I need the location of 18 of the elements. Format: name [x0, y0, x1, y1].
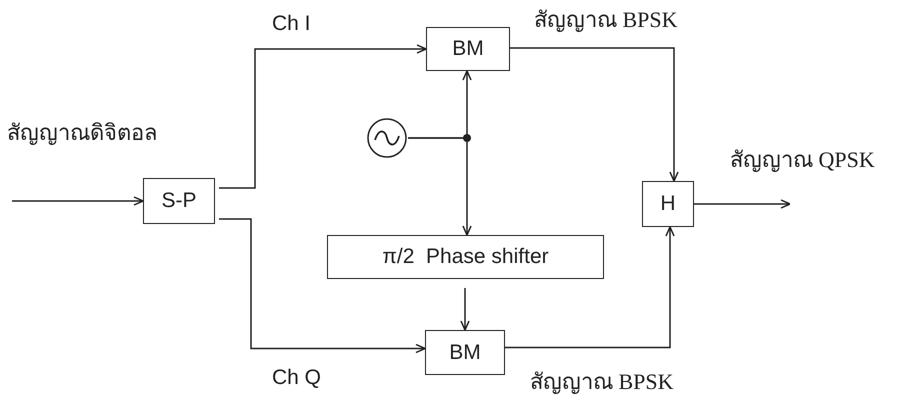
- arrow: [219, 44, 427, 189]
- edge-label: สัญญาณ BPSK: [532, 8, 680, 32]
- arrow: [408, 137, 472, 236]
- arrow: [460, 288, 470, 331]
- modulator-box: BM: [426, 27, 510, 71]
- arrow: [510, 47, 679, 182]
- arrow: [12, 196, 144, 206]
- edge-label: สัญญาณ BPSK: [528, 370, 676, 394]
- arrow: [219, 218, 426, 354]
- edge-label: สัญญาณดิจิตอล: [5, 121, 159, 146]
- oscillator-icon: [366, 117, 408, 159]
- edge-label: สัญญาณ QPSK: [728, 148, 877, 172]
- modulator-box: BM: [425, 330, 505, 375]
- phase-shifter-box: π/2 Phase shifter: [327, 235, 604, 279]
- adder-box: H: [642, 181, 694, 227]
- arrow: [505, 226, 675, 348]
- arrow: [694, 199, 791, 209]
- serial-parallel-box: S-P: [143, 178, 215, 224]
